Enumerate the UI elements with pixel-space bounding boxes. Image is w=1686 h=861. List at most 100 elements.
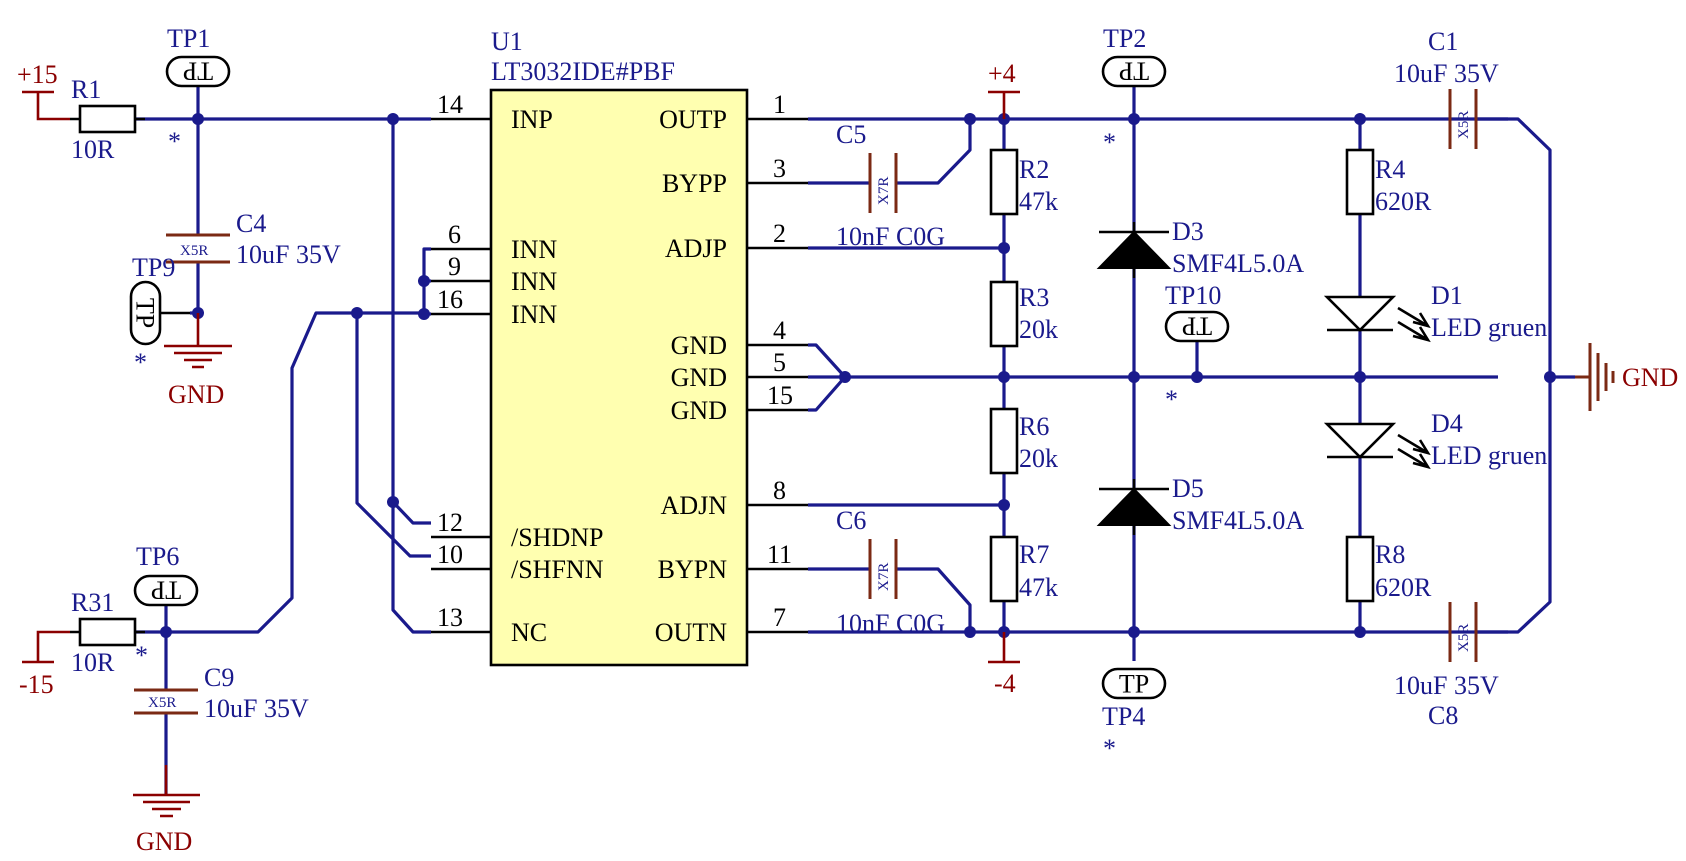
marker: * bbox=[135, 641, 148, 670]
testpoint-tp9[interactable]: TP TP9 * bbox=[129, 253, 191, 377]
ic-ref: U1 bbox=[491, 27, 523, 56]
power-p4: +4 bbox=[988, 59, 1020, 119]
value-label: 620R bbox=[1375, 573, 1432, 602]
dielectric-label: X5R bbox=[1456, 111, 1472, 139]
value-label: 47k bbox=[1019, 187, 1058, 216]
junction-dot bbox=[998, 242, 1010, 254]
junction-dot bbox=[964, 113, 976, 125]
capacitor-c1[interactable]: X5R C1 10uF 35V bbox=[1394, 27, 1499, 149]
junction-dot bbox=[418, 275, 430, 287]
value-label: 10uF 35V bbox=[236, 240, 341, 269]
dielectric-label: X5R bbox=[1456, 624, 1472, 652]
capacitor-c8[interactable]: X5R 10uF 35V C8 bbox=[1394, 602, 1499, 730]
junction-dot bbox=[1354, 113, 1366, 125]
testpoint-tp6[interactable]: TP TP6 * bbox=[133, 542, 199, 670]
diode-d5[interactable]: D5 SMF4L5.0A bbox=[1096, 474, 1304, 535]
resistor-r31[interactable]: R31 10R bbox=[70, 588, 145, 677]
junctions bbox=[160, 113, 1556, 638]
resistor-r1[interactable]: R1 10R bbox=[70, 75, 145, 164]
pin-number: 14 bbox=[437, 90, 463, 119]
tp-symbol-text: TP bbox=[183, 57, 213, 86]
ref-label: D1 bbox=[1431, 281, 1463, 310]
pin-name: GND bbox=[671, 396, 727, 425]
ref-label: R31 bbox=[71, 588, 114, 617]
ref-label: R6 bbox=[1019, 412, 1049, 441]
value-label: LED gruen bbox=[1431, 313, 1547, 342]
ref-label: R2 bbox=[1019, 155, 1049, 184]
pin-name: ADJP bbox=[665, 234, 727, 263]
pin-number: 12 bbox=[437, 508, 463, 537]
power-label: -15 bbox=[19, 670, 54, 699]
junction-dot bbox=[839, 371, 851, 383]
pin-number: 1 bbox=[773, 90, 786, 119]
resistor-r7[interactable]: R7 47k bbox=[989, 535, 1058, 603]
junction-dot bbox=[1128, 113, 1140, 125]
pin-number: 10 bbox=[437, 540, 463, 569]
ref-label: C4 bbox=[236, 209, 266, 238]
ref-label: R3 bbox=[1019, 283, 1049, 312]
junction-dot bbox=[1128, 626, 1140, 638]
dielectric-label: X7R bbox=[876, 563, 892, 591]
gnd-label: GND bbox=[136, 827, 192, 856]
pin-name: OUTN bbox=[655, 618, 727, 647]
led-d1[interactable]: D1 LED gruen bbox=[1323, 281, 1547, 343]
value-label: 10uF 35V bbox=[1394, 59, 1499, 88]
pin-number: 16 bbox=[437, 285, 463, 314]
value-label: LED gruen bbox=[1431, 441, 1547, 470]
ref-label: TP4 bbox=[1102, 702, 1145, 731]
value-label: 620R bbox=[1375, 187, 1432, 216]
resistor-r6[interactable]: R6 20k bbox=[989, 407, 1058, 475]
pin-number: 9 bbox=[448, 252, 461, 281]
pin-name: ADJN bbox=[661, 491, 728, 520]
capacitor-c6[interactable]: X7R C6 10nF C0G bbox=[836, 506, 945, 638]
value-label: 10uF 35V bbox=[204, 694, 309, 723]
resistor-r2[interactable]: R2 47k bbox=[989, 148, 1058, 216]
power-label: +15 bbox=[17, 60, 58, 89]
ic-part: LT3032IDE#PBF bbox=[491, 57, 675, 86]
ref-label: C1 bbox=[1428, 27, 1458, 56]
junction-dot bbox=[1544, 371, 1556, 383]
ref-label: D3 bbox=[1172, 217, 1204, 246]
junction-dot bbox=[964, 626, 976, 638]
junction-dot bbox=[998, 499, 1010, 511]
resistor-r8[interactable]: R8 620R bbox=[1345, 535, 1432, 603]
led-d4[interactable]: D4 LED gruen bbox=[1323, 409, 1547, 470]
pin-name: GND bbox=[671, 331, 727, 360]
pin-name: INP bbox=[511, 105, 553, 134]
testpoint-tp4[interactable]: TP TP4 * bbox=[1101, 667, 1167, 763]
junction-dot bbox=[998, 371, 1010, 383]
pin-name: BYPN bbox=[658, 555, 728, 584]
junction-dot bbox=[387, 113, 399, 125]
ic-u1[interactable]: U1 LT3032IDE#PBF 14 6 9 16 12 10 13 INP … bbox=[431, 27, 808, 667]
value-label: 20k bbox=[1019, 315, 1058, 344]
junction-dot bbox=[351, 307, 363, 319]
marker: * bbox=[168, 127, 181, 156]
capacitor-c5[interactable]: X7R C5 10nF C0G bbox=[836, 120, 945, 251]
pin-name: NC bbox=[511, 618, 547, 647]
capacitor-c9[interactable]: X5R C9 10uF 35V bbox=[134, 663, 309, 723]
pin-number: 11 bbox=[767, 540, 792, 569]
gnd-label: GND bbox=[168, 380, 224, 409]
tp-symbol-text: TP bbox=[1119, 670, 1149, 699]
marker: * bbox=[1165, 385, 1178, 414]
tp-symbol-text: TP bbox=[131, 298, 160, 328]
power-m4: -4 bbox=[988, 632, 1020, 698]
capacitor-c4[interactable]: X5R C4 10uF 35V bbox=[166, 209, 341, 269]
ref-label: C5 bbox=[836, 120, 866, 149]
ref-label: R1 bbox=[71, 75, 101, 104]
junction-dot bbox=[160, 626, 172, 638]
testpoint-tp1[interactable]: TP TP1 * bbox=[165, 24, 231, 156]
value-label: 10R bbox=[71, 135, 115, 164]
resistor-r3[interactable]: R3 20k bbox=[989, 280, 1058, 348]
tp-symbol-text: TP bbox=[151, 576, 181, 605]
ref-label: R7 bbox=[1019, 540, 1049, 569]
ref-label: R8 bbox=[1375, 540, 1405, 569]
diode-d3[interactable]: D3 SMF4L5.0A bbox=[1096, 217, 1304, 278]
testpoint-tp2[interactable]: TP TP2 * bbox=[1101, 24, 1167, 157]
ref-label: TP1 bbox=[167, 24, 210, 53]
resistor-r4[interactable]: R4 620R bbox=[1345, 148, 1432, 216]
gnd-symbol-c9: GND bbox=[133, 765, 200, 856]
testpoint-tp10[interactable]: TP TP10 * bbox=[1164, 281, 1230, 414]
ref-label: D4 bbox=[1431, 409, 1463, 438]
value-label: SMF4L5.0A bbox=[1172, 249, 1304, 278]
